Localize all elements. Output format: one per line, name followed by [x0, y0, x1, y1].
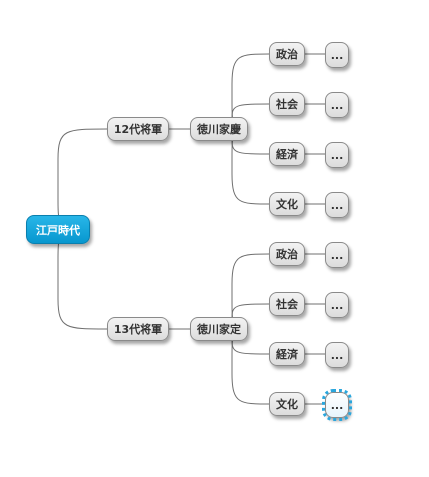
node-leaf-politics-2[interactable]: ...	[325, 242, 349, 268]
node-topic-politics-2[interactable]: 政治	[269, 242, 305, 266]
node-topic-culture-2[interactable]: 文化	[269, 392, 305, 416]
node-topic-society-1[interactable]: 社会	[269, 92, 305, 116]
node-topic-economy-1[interactable]: 経済	[269, 142, 305, 166]
node-leaf-economy-2[interactable]: ...	[325, 342, 349, 368]
node-ieyoshi[interactable]: 徳川家慶	[190, 117, 248, 141]
node-leaf-society-1[interactable]: ...	[325, 92, 349, 118]
node-root[interactable]: 江戸時代	[26, 215, 90, 244]
edge-root-shogun-13	[57, 229, 108, 330]
node-shogun-12[interactable]: 12代将軍	[107, 117, 169, 141]
node-leaf-economy-1[interactable]: ...	[325, 142, 349, 168]
node-topic-politics-1[interactable]: 政治	[269, 42, 305, 66]
node-shogun-13[interactable]: 13代将軍	[107, 317, 169, 341]
node-topic-culture-1[interactable]: 文化	[269, 192, 305, 216]
node-iesada[interactable]: 徳川家定	[190, 317, 248, 341]
node-topic-economy-2[interactable]: 経済	[269, 342, 305, 366]
node-topic-society-2[interactable]: 社会	[269, 292, 305, 316]
node-leaf-politics-1[interactable]: ...	[325, 42, 349, 68]
node-leaf-culture-2[interactable]: ...	[322, 389, 352, 421]
node-leaf-society-2[interactable]: ...	[325, 292, 349, 318]
node-leaf-culture-1[interactable]: ...	[325, 192, 349, 218]
